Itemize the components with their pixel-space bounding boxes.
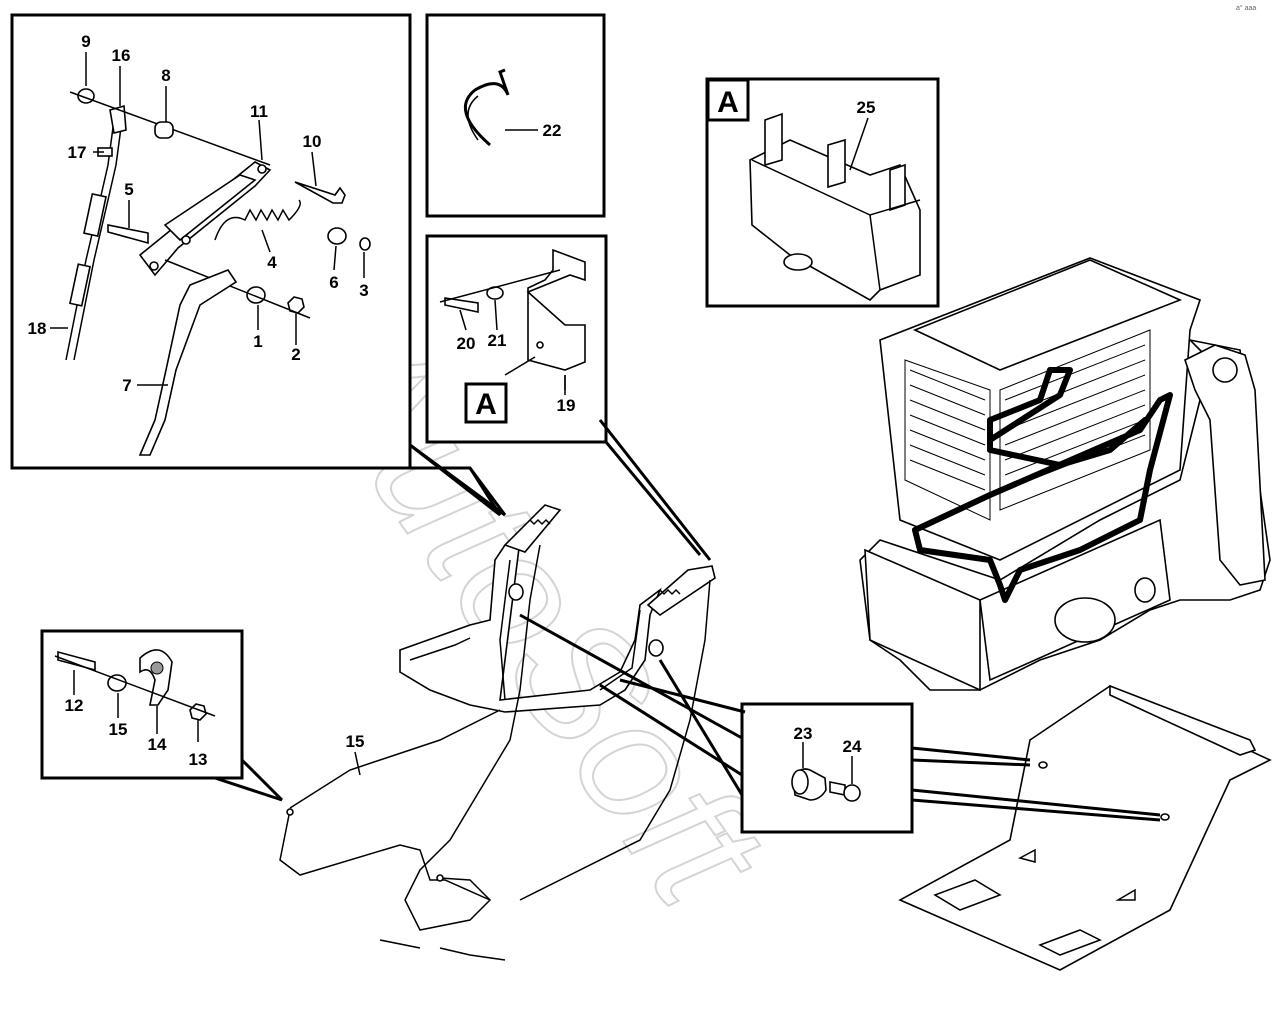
callout-1: 1 bbox=[253, 332, 262, 351]
inset-switch bbox=[705, 77, 940, 308]
clamp-icon bbox=[139, 649, 173, 706]
pedal-linkage-right bbox=[646, 565, 716, 616]
callout-19: 19 bbox=[557, 396, 576, 415]
view-a-box-label: A bbox=[717, 86, 739, 119]
leader-lines bbox=[50, 52, 853, 784]
floor-plate bbox=[898, 684, 1272, 971]
callout-18: 18 bbox=[28, 319, 47, 338]
grille bbox=[904, 329, 1151, 521]
callout-12: 12 bbox=[65, 696, 84, 715]
callout-20: 20 bbox=[457, 334, 476, 353]
bolt-icon bbox=[294, 181, 346, 204]
callout-3: 3 bbox=[359, 281, 368, 300]
throttle-cable bbox=[404, 544, 541, 931]
callout-21: 21 bbox=[488, 331, 507, 350]
plug-left bbox=[508, 583, 524, 601]
callout-25: 25 bbox=[857, 98, 876, 117]
pedal-rod bbox=[138, 269, 238, 456]
callout-24: 24 bbox=[843, 737, 862, 756]
cable-tie-icon bbox=[464, 68, 510, 147]
callout-9: 9 bbox=[81, 32, 90, 51]
callout-8: 8 bbox=[161, 66, 170, 85]
callout-10: 10 bbox=[303, 132, 322, 151]
callout-6: 6 bbox=[329, 273, 338, 292]
callout-15-clamp: 15 bbox=[109, 720, 128, 739]
callout-16: 16 bbox=[112, 46, 131, 65]
callout-17: 17 bbox=[68, 143, 87, 162]
wiring-harness bbox=[912, 367, 1173, 603]
inset-linkage bbox=[10, 13, 507, 517]
cable-end bbox=[379, 939, 506, 961]
cable-route bbox=[279, 709, 501, 901]
main-assembly bbox=[279, 504, 716, 961]
callout-13: 13 bbox=[189, 750, 208, 769]
plug-right bbox=[648, 639, 664, 657]
view-a-inset-label: A bbox=[475, 388, 497, 421]
callout-22: 22 bbox=[543, 121, 562, 140]
callout-15-cable: 15 bbox=[346, 732, 365, 751]
callout-14: 14 bbox=[148, 735, 167, 754]
callout-7: 7 bbox=[122, 376, 131, 395]
callout-5: 5 bbox=[124, 180, 133, 199]
inset-cable-tie bbox=[425, 13, 606, 218]
callout-2: 2 bbox=[291, 345, 300, 364]
inset-bracket bbox=[425, 234, 712, 561]
callout-4: 4 bbox=[267, 253, 277, 272]
bracket-icon bbox=[526, 248, 586, 371]
engine-frame bbox=[859, 257, 1271, 692]
arm bbox=[1184, 344, 1266, 586]
callout-11: 11 bbox=[250, 102, 268, 121]
pedal-linkage-left bbox=[503, 504, 562, 553]
inset-plug bbox=[519, 613, 1161, 834]
inset-clamp bbox=[40, 629, 284, 802]
spring-icon bbox=[214, 199, 301, 241]
pedal-frame bbox=[399, 538, 662, 713]
callout-23: 23 bbox=[794, 724, 813, 743]
corner-mark: a° aaa bbox=[1236, 4, 1256, 12]
